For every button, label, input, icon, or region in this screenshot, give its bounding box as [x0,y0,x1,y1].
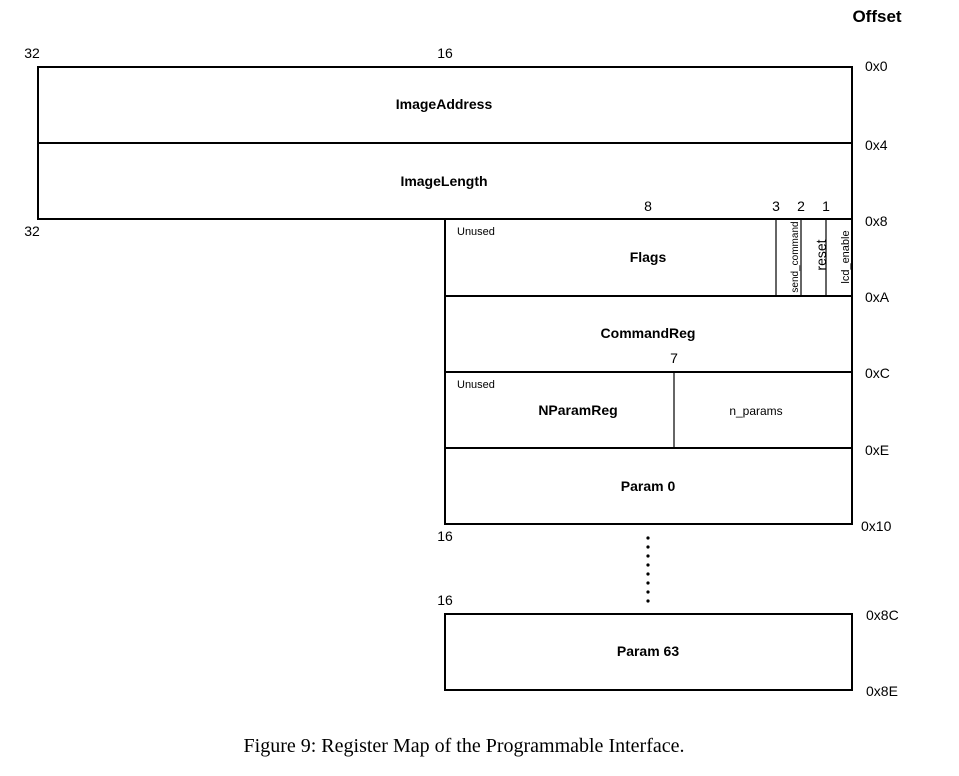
command-register: CommandReg [601,325,696,341]
offset-0x4: 0x4 [865,137,888,153]
image-address-register: ImageAddress [396,96,493,112]
bit-label-1: 1 [822,198,830,214]
bit-label-32-row2: 32 [24,223,40,239]
offset-0xC: 0xC [865,365,890,381]
offset-0x0: 0x0 [865,58,888,74]
figure-caption: Figure 9: Register Map of the Programmab… [244,735,685,757]
bit-label-2: 2 [797,198,805,214]
flags-register: Flags [630,249,667,265]
flags-unused-label: Unused [457,226,495,238]
nparam-register: NParamReg [538,402,617,418]
bit-label-3: 3 [772,198,780,214]
send-command-bit: send_command [790,221,801,292]
bit-label-16-top: 16 [437,45,453,61]
offset-0x10: 0x10 [861,518,892,534]
lcd-enable-bit: lcd_enable [840,230,852,283]
bit-label-16-param63: 16 [437,592,453,608]
offset-0xE: 0xE [865,442,889,458]
nparam-unused-label: Unused [457,379,495,391]
n-params-field: n_params [729,404,782,418]
offset-title: Offset [852,7,901,26]
offset-0xA: 0xA [865,289,890,305]
image-length-register: ImageLength [400,173,487,189]
reset-bit: reset [813,239,829,270]
param0-register: Param 0 [621,478,676,494]
bit-label-16-param0: 16 [437,528,453,544]
offset-0x8E: 0x8E [866,683,898,699]
bit-label-32-top: 32 [24,45,40,61]
vertical-ellipsis [646,536,650,603]
param63-register: Param 63 [617,643,679,659]
param63-outline [444,613,853,691]
offset-0x8C: 0x8C [866,607,899,623]
bit-label-7: 7 [670,350,678,366]
bit-label-8: 8 [644,198,652,214]
offset-0x8: 0x8 [865,213,888,229]
